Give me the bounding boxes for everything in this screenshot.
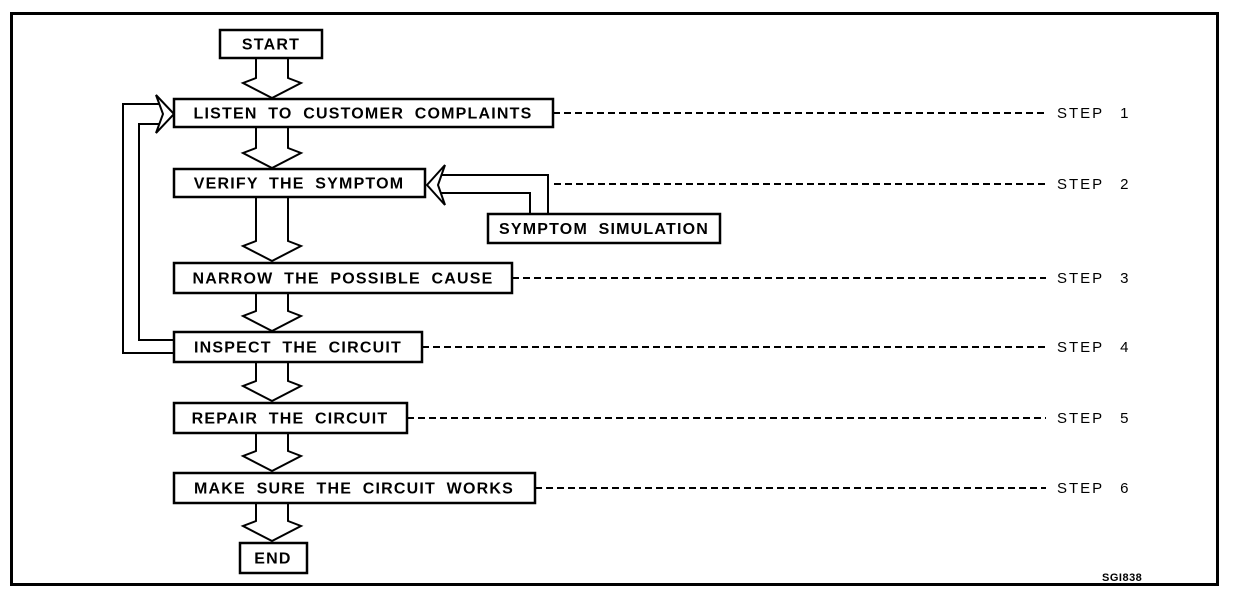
node-inspect-label: INSPECT THE CIRCUIT	[194, 340, 402, 357]
feedback-arrowhead	[155, 94, 176, 134]
node-symptom-simulation-label: SYMPTOM SIMULATION	[499, 221, 709, 238]
node-narrow-label: NARROW THE POSSIBLE CAUSE	[192, 271, 493, 288]
node-repair-box	[172, 401, 409, 435]
arrow-inspect-to-repair	[240, 361, 304, 403]
arrow-narrow-to-inspect	[240, 292, 304, 333]
step6-label: STEP 6	[1057, 480, 1130, 497]
arrow-makesure-to-end	[240, 502, 304, 543]
node-narrow-box	[172, 261, 514, 295]
node-listen-box	[172, 97, 555, 129]
feedback-loop-outer-line	[122, 103, 174, 354]
arrow-listen-to-verify	[240, 126, 304, 170]
node-verify-label: VERIFY THE SYMPTOM	[194, 176, 405, 193]
step5-label: STEP 5	[1057, 410, 1130, 427]
step1-label: STEP 1	[1057, 105, 1130, 122]
feedback-loop-inner-line	[138, 123, 174, 341]
node-end-label: END	[254, 551, 291, 568]
node-inspect-box	[172, 330, 424, 364]
symptom-sim-arrow-outer-line	[441, 174, 549, 213]
arrow-verify-to-narrow	[240, 196, 304, 263]
step4-label: STEP 4	[1057, 339, 1130, 356]
node-start-box	[218, 28, 324, 60]
node-make-sure-box	[172, 471, 537, 505]
figure-code: SGI838	[1102, 572, 1142, 584]
step3-label: STEP 3	[1057, 270, 1130, 287]
node-start-label: START	[242, 37, 300, 54]
diagram-border	[10, 12, 1219, 586]
node-symptom-simulation-box	[486, 212, 722, 245]
symptom-sim-arrow-inner-line	[441, 192, 531, 213]
node-make-sure-label: MAKE SURE THE CIRCUIT WORKS	[194, 481, 514, 498]
node-repair-label: REPAIR THE CIRCUIT	[192, 411, 389, 428]
arrow-repair-to-makesure	[240, 432, 304, 473]
symptom-sim-arrowhead	[425, 164, 446, 206]
arrow-start-to-listen	[240, 57, 304, 100]
node-end-box	[238, 541, 309, 575]
step2-label: STEP 2	[1057, 176, 1130, 193]
node-listen-label: LISTEN TO CUSTOMER COMPLAINTS	[194, 106, 533, 123]
node-verify-box	[172, 167, 427, 199]
